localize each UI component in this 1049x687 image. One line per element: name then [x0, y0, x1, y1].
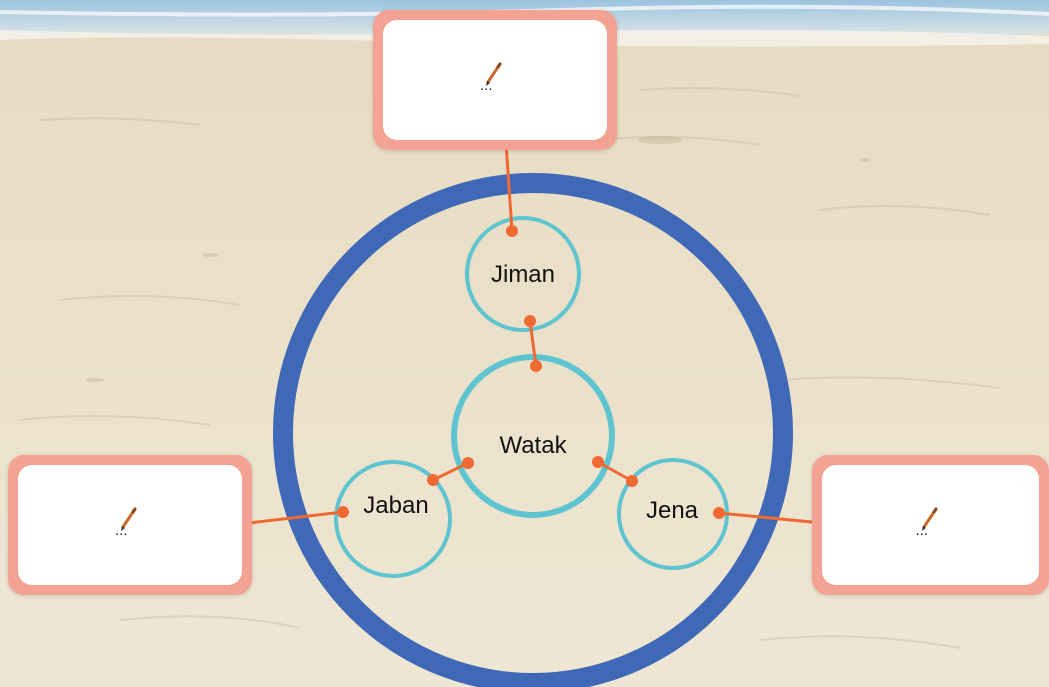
connector-dot — [427, 474, 439, 486]
note-text: ... — [915, 522, 929, 539]
note-card-body[interactable]: ... — [383, 20, 607, 140]
center-node-circle[interactable] — [451, 354, 615, 518]
branch-label-jiman: Jiman — [490, 261, 556, 288]
note-text: ... — [480, 77, 493, 94]
connector-dot — [462, 457, 474, 469]
connector-dot — [592, 456, 604, 468]
connector-dot — [713, 507, 725, 519]
outer-ring — [273, 173, 793, 687]
pencil-icon — [121, 507, 137, 531]
note-card-top[interactable]: ... — [373, 10, 617, 150]
note-card-left[interactable]: ... — [8, 455, 252, 595]
branch-label-jena: Jena — [645, 497, 699, 524]
pencil-icon — [486, 62, 502, 86]
note-text: ... — [115, 522, 128, 539]
connector-dot — [506, 225, 518, 237]
connector-jiman-watak — [528, 320, 538, 367]
connector-dot — [524, 315, 536, 327]
branch-label-jaban: Jaban — [363, 492, 429, 519]
connector-watak-jena — [597, 460, 633, 483]
connector-dot — [530, 360, 542, 372]
pencil-icon — [921, 507, 937, 531]
connector-dot — [337, 506, 349, 518]
connector-watak-jaban — [432, 461, 469, 482]
note-card-body[interactable]: ... — [18, 465, 242, 585]
note-card-body[interactable]: ... — [822, 465, 1039, 585]
branch-node-jiman-circle[interactable] — [465, 216, 581, 332]
note-card-right[interactable]: ... — [812, 455, 1049, 595]
branch-node-jaban-circle[interactable] — [334, 460, 452, 578]
center-node-label: Watak — [499, 432, 567, 459]
connector-dot — [626, 475, 638, 487]
